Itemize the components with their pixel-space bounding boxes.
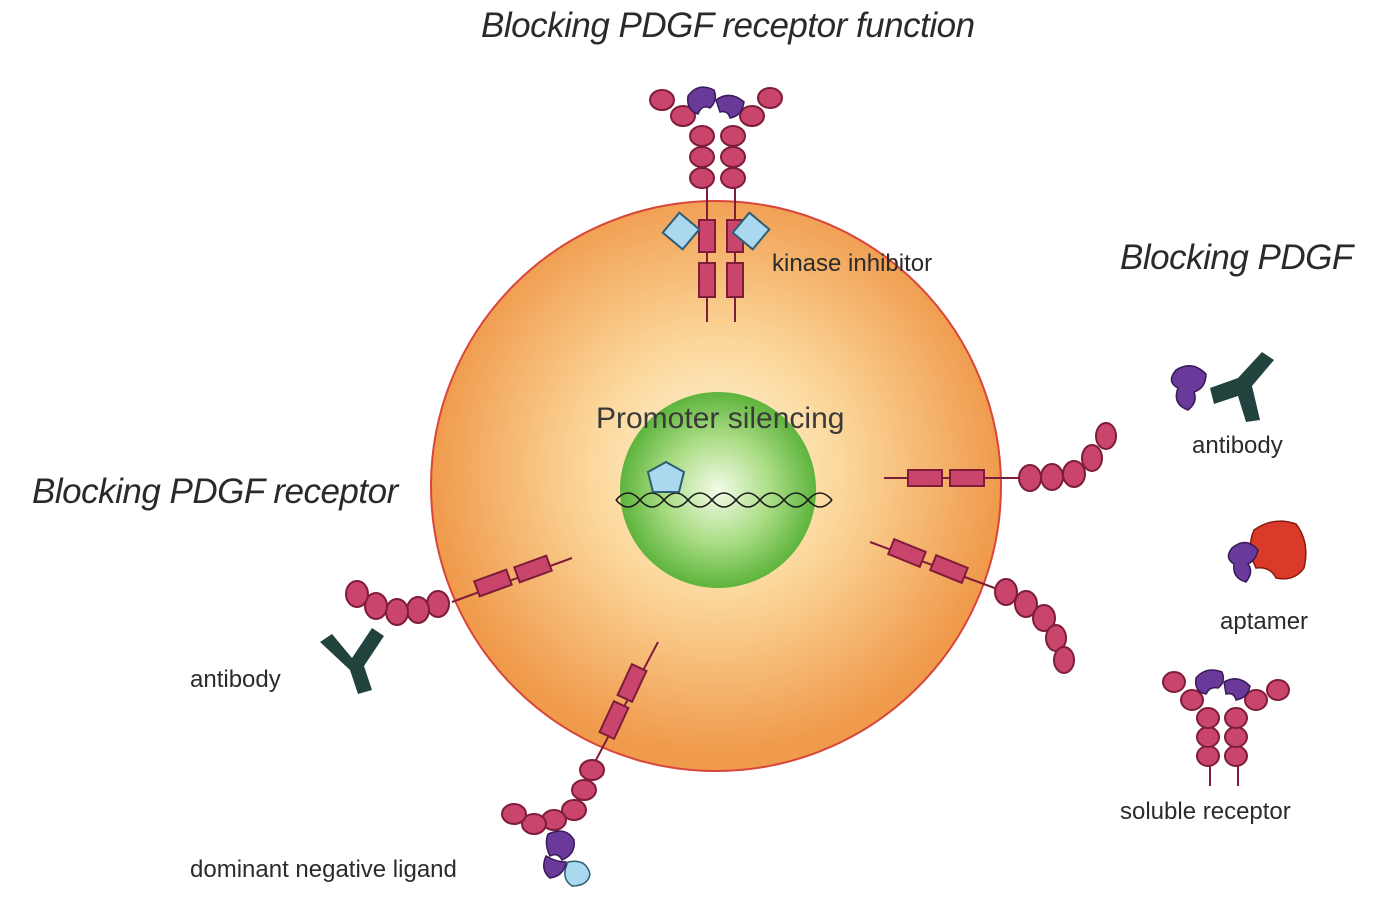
label-soluble-receptor: soluble receptor (1120, 798, 1291, 825)
label-antibody-left: antibody (190, 666, 281, 693)
left-antibody (320, 628, 384, 694)
bottom-receptor (501, 641, 659, 835)
right-antibody-complex (1170, 352, 1274, 422)
soluble-receptor-shape (1162, 671, 1290, 786)
promoter-inhibitor-pentagon (646, 460, 686, 493)
label-dominant-negative-ligand: dominant negative ligand (190, 856, 457, 883)
dominant-negative-ligand-shape (543, 830, 591, 887)
label-kinase-inhibitor: kinase inhibitor (772, 250, 933, 277)
top-receptor-dimer (649, 87, 783, 322)
right-receptor-lower (869, 537, 1075, 674)
heading-right: Blocking PDGF (1120, 238, 1353, 277)
heading-left: Blocking PDGF receptor (32, 472, 398, 511)
nucleus (620, 392, 816, 588)
left-receptor (345, 554, 573, 626)
kinase-inhibitor-diamond-right (731, 211, 771, 251)
right-receptor-upper (884, 422, 1117, 492)
label-antibody-right: antibody (1192, 432, 1283, 459)
aptamer-complex (1227, 520, 1307, 583)
soluble-receptor-ligand (1194, 669, 1251, 701)
heading-top: Blocking PDGF receptor function (481, 6, 975, 45)
dna-helix (615, 492, 833, 508)
label-promoter-silencing: Promoter silencing (596, 402, 845, 435)
kinase-inhibitor-diamond-left (661, 211, 701, 251)
top-pdgf-ligand (686, 86, 745, 119)
label-aptamer: aptamer (1220, 608, 1309, 635)
